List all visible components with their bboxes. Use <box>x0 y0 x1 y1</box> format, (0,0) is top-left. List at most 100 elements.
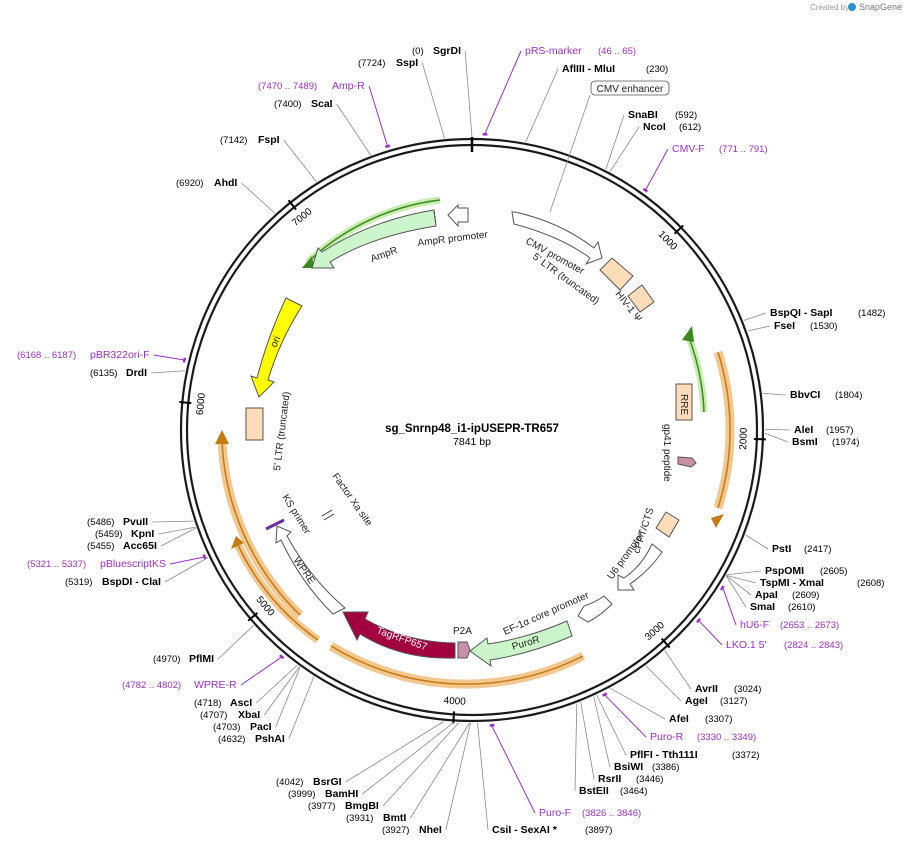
site-drdi: DrdI <box>126 367 147 379</box>
leader-paci <box>275 667 301 728</box>
primer-puro-f: Puro-F <box>539 807 571 819</box>
leader-ncoi <box>609 126 640 172</box>
site-rsrii: RsrII <box>598 773 621 785</box>
snapgene-logo-icon <box>848 3 856 11</box>
p2a-feature <box>457 641 471 659</box>
orange-band-left2-arrowhead <box>231 536 244 549</box>
site-agei: AgeI <box>685 695 708 707</box>
ltr-left-label: 5' LTR (truncated) <box>272 391 293 471</box>
leader-afei <box>610 687 666 720</box>
leader-bspdi <box>164 557 209 583</box>
site-pos-nhei: (3927) <box>382 825 409 836</box>
leader-drdi <box>151 370 186 374</box>
site-pos-csii: (3897) <box>585 825 612 836</box>
site-alei: AleI <box>794 424 813 436</box>
site-pos-ncoi: (612) <box>679 122 701 133</box>
primer-range-prs-marker: (46 .. 65) <box>598 46 636 57</box>
leader-afliii <box>525 68 559 143</box>
site-bsmi: BsmI <box>792 436 818 448</box>
wpre-label: WPRE <box>291 555 317 586</box>
leader-psti <box>745 534 769 550</box>
site-pos-ahdi: (6920) <box>176 178 203 189</box>
leader-acc65i <box>160 527 197 547</box>
leader-bspqi <box>743 312 767 321</box>
site-csii: CsiI - SexAI * <box>492 824 558 836</box>
site-pos-fsei: (1530) <box>810 321 837 332</box>
site-bbvci: BbvCI <box>790 389 820 401</box>
factor-xa-mark1 <box>321 509 333 517</box>
feature-labels: CMV enhancer CMV promoter 5' LTR (trunca… <box>269 80 689 653</box>
tick-label-4000: 4000 <box>443 695 466 707</box>
green-band-ampr-arrowhead <box>302 256 314 268</box>
wpre-feature <box>275 525 346 615</box>
site-pflfi: PflFI - Tth111I <box>630 749 698 761</box>
primer-leader-3 <box>153 354 184 361</box>
site-bmti: BmtI <box>383 812 406 824</box>
primer-leader-8 <box>604 695 647 738</box>
primer-leader-5 <box>722 588 737 626</box>
leader-bmti <box>410 722 470 819</box>
site-snabi: SnaBI <box>628 109 658 121</box>
leader-smai <box>725 575 747 608</box>
ltr-right-feature <box>599 257 634 291</box>
primer-marker-3 <box>182 357 187 363</box>
tick-mark-6000 <box>179 400 192 405</box>
site-pos-scai: (7400) <box>274 99 301 110</box>
site-pspomi: PspOMI <box>765 565 804 577</box>
site-ahdi: AhdI <box>214 177 237 189</box>
leader-bsteii <box>574 703 578 792</box>
leader-bmgbi <box>382 722 460 807</box>
leader-sspi <box>421 62 445 139</box>
site-acc65i: Acc65I <box>123 540 157 552</box>
cmv-enhancer-label: CMV enhancer <box>597 84 664 95</box>
site-pos-bmti: (3931) <box>346 813 373 824</box>
site-pos-smai: (2610) <box>788 602 815 613</box>
leader-pflmi <box>217 625 254 660</box>
site-bsiwi: BsiWI <box>614 761 643 773</box>
primer-range-puro-r: (3330 .. 3349) <box>697 732 756 743</box>
site-pos-bsteii: (3464) <box>620 786 647 797</box>
primer-leader-9 <box>491 726 536 814</box>
site-bspqi: BspQI - SapI <box>770 307 833 319</box>
leader-pflfi <box>596 694 627 756</box>
ori-feature <box>250 297 303 398</box>
tick-mark-1000 <box>673 224 684 235</box>
primer-cmv-f: CMV-F <box>672 143 705 155</box>
site-tspmi: TspMI - XmaI <box>760 577 824 589</box>
orange-band-left-inner <box>221 439 301 616</box>
site-pos-agei: (3127) <box>720 696 747 707</box>
site-pos-avrii: (3024) <box>734 684 761 695</box>
primer-range-amp-r: (7470 .. 7489) <box>258 81 317 92</box>
site-bmgbi: BmgBI <box>345 800 379 812</box>
site-pos-afliii: (230) <box>646 64 668 75</box>
leader-bamhi <box>362 722 454 795</box>
site-smai: SmaI <box>750 601 775 613</box>
leader-agei <box>645 665 682 702</box>
leader-xbai <box>263 666 300 716</box>
site-pos-kpni: (5459) <box>95 529 122 540</box>
site-pos-fspi: (7142) <box>220 135 247 146</box>
site-xbai: XbaI <box>238 709 260 721</box>
leader-pspomi <box>726 570 762 576</box>
primer-pbr322: pBR322ori-F <box>90 349 150 361</box>
site-pos-snabi: (592) <box>675 110 697 121</box>
orange-band-bottom-inner <box>330 645 584 685</box>
primer-prs-marker: pRS-marker <box>525 45 582 57</box>
site-pos-psti: (2417) <box>804 544 831 555</box>
leader-fsei <box>747 325 771 332</box>
primer-marker-2 <box>642 187 649 193</box>
orange-band-rre-arrowhead <box>711 514 724 528</box>
site-pos-sspi: (7724) <box>358 58 385 69</box>
site-ncoi: NcoI <box>643 121 666 133</box>
u6-promoter-feature <box>617 543 663 591</box>
site-bsteii: BstEII <box>579 785 609 797</box>
tick-mark-3000 <box>660 638 671 649</box>
leader-kpni <box>158 526 196 535</box>
snapgene-brand: SnapGene <box>859 2 902 12</box>
leader-bsiwi <box>593 696 611 768</box>
orange-band-left2-inner <box>237 544 319 641</box>
site-pos-bsrgi: (4042) <box>276 777 303 788</box>
tick-mark-7000 <box>287 199 297 211</box>
site-pos-pspomi: (2605) <box>820 566 847 577</box>
